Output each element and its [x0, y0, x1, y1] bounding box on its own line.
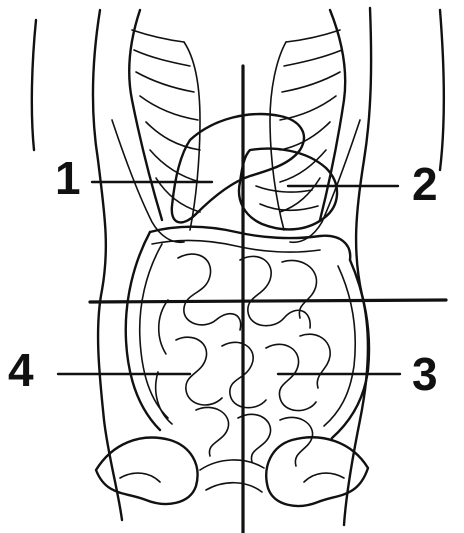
- transverse-colon: [150, 227, 350, 260]
- pelvis: [96, 437, 368, 506]
- rib-cage-left: [112, 10, 200, 242]
- torso-outline: [32, 8, 444, 525]
- liver-stomach: [172, 114, 337, 229]
- label-3: 3: [412, 348, 438, 400]
- leader-lines: [58, 182, 400, 374]
- label-4: 4: [8, 344, 34, 396]
- label-2: 2: [412, 158, 438, 210]
- horizontal-umbilical-line: [90, 300, 446, 302]
- label-1: 1: [55, 152, 81, 204]
